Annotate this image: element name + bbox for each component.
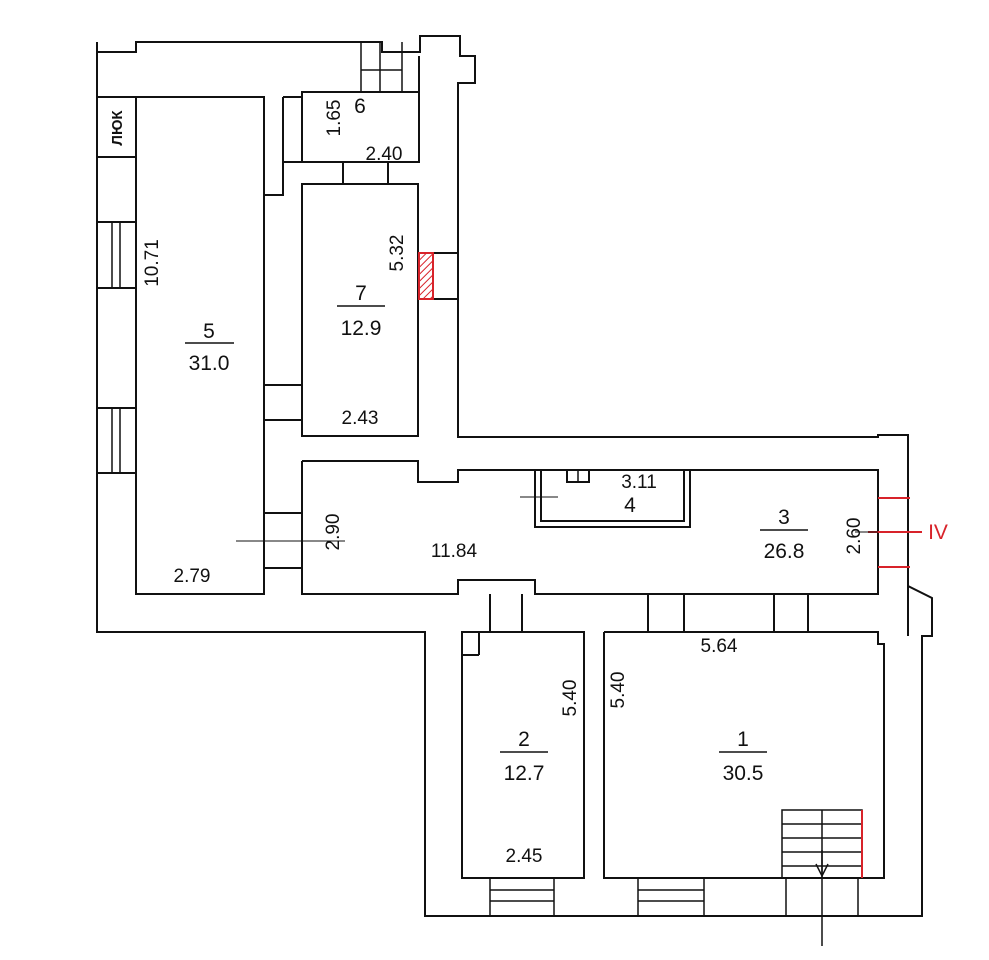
room-2-dim-length: 5.40 [560,680,581,717]
room-2-outline [461,631,585,879]
room-5-number: 5 [203,320,215,343]
room-1-outline [603,631,885,879]
room-3-dim-height-right: 2.60 [844,518,865,555]
room-5-dim-length: 10.71 [142,239,163,287]
wall-5-right [263,97,284,594]
room-3-area: 26.8 [764,540,805,563]
room-4-outline [534,470,691,528]
room-7-dim-length: 5.32 [387,235,408,272]
room-3-number: 3 [778,506,790,529]
room-1-dim-length: 5.40 [608,672,629,709]
stairs [781,809,863,946]
room-6-number: 6 [354,95,366,118]
room-4-inner [540,470,685,522]
room-2-dim-width: 2.45 [506,846,543,867]
room-5-dim-width: 2.79 [174,566,211,587]
outer-wall [96,35,933,917]
room-1-number: 1 [737,728,749,751]
room-5-outline [135,96,265,595]
windows [111,42,705,917]
section-label: IV [928,521,948,544]
room-3-outline [301,460,879,595]
room-4-dim-width: 3.11 [621,472,657,493]
room-2-area: 12.7 [504,762,545,785]
room-1-area: 30.5 [723,762,764,785]
room-5-area: 31.0 [189,352,230,375]
room-4-number: 4 [624,494,636,517]
room-7-number: 7 [355,282,367,305]
room-2-number: 2 [518,728,530,751]
walls [96,35,933,917]
red-marks [418,252,922,878]
hatched-column [418,252,434,300]
room-3-dim-height-left: 2.90 [323,514,344,551]
hatch-label: ЛЮК [96,96,137,158]
hatch-label-text: ЛЮК [109,110,126,146]
room-7-area: 12.9 [341,317,382,340]
room-7-dim-width: 2.43 [342,408,379,429]
room-1-dim-width: 5.64 [701,636,738,657]
room-6-dim-width: 2.40 [366,144,403,165]
room-6-dim-height: 1.65 [324,100,345,137]
room-7-outline [301,183,419,437]
room-3-dim-length: 11.84 [431,541,478,562]
